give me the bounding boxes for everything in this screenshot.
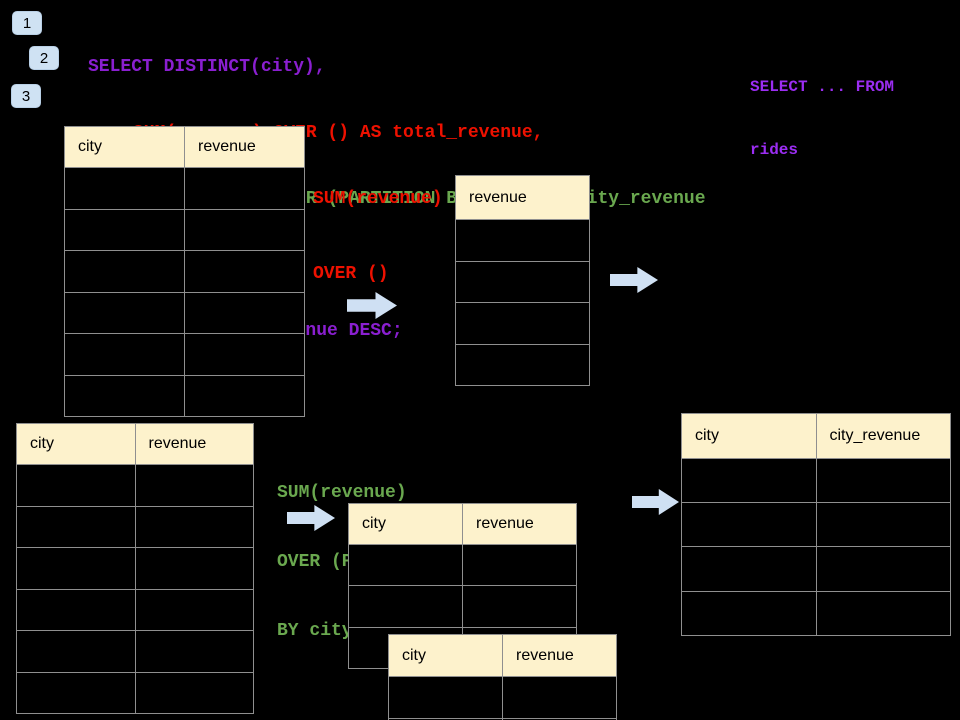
table-row (456, 343, 589, 386)
table-cell (184, 209, 304, 250)
city-revenue-table: city city_revenue (681, 413, 951, 636)
table-row (17, 505, 254, 548)
table-cell (815, 503, 951, 547)
table-header-row: revenue (456, 176, 589, 219)
table-cell (456, 345, 589, 386)
table-cell (456, 303, 589, 344)
table-row (682, 458, 951, 503)
column-header: revenue (469, 188, 527, 206)
table-cell (65, 376, 184, 417)
table-cell (17, 507, 135, 548)
step-badge-2: 2 (29, 46, 59, 70)
table-cell (65, 293, 184, 334)
table-cell (65, 334, 184, 375)
table-row (456, 260, 589, 303)
table-header-row: city city_revenue (682, 414, 950, 458)
step-badge-3: 3 (11, 84, 41, 108)
column-header: city (402, 646, 426, 664)
table-header-row: city revenue (389, 635, 616, 676)
table-cell (349, 545, 462, 585)
table-cell (184, 292, 304, 333)
table-header-row: city revenue (17, 424, 253, 464)
total-label-line2: OVER () (313, 264, 389, 284)
column-header: city (362, 515, 386, 532)
table-cell (682, 459, 816, 502)
table-cell (815, 591, 951, 635)
table-header-row: city revenue (65, 127, 304, 167)
table-cell (134, 548, 254, 589)
table-row (65, 250, 304, 292)
source-table-bottom: city revenue (16, 423, 254, 714)
table-cell (17, 631, 135, 672)
table-cell (502, 677, 616, 718)
total-label-line1: SUM(revenue) (313, 189, 443, 209)
note-line-rides: rides (750, 141, 799, 159)
table-cell (134, 506, 254, 547)
column-header: city (30, 435, 54, 452)
partition-label-line1: SUM(revenue) (277, 483, 407, 503)
table-row (65, 291, 304, 334)
table-cell (815, 547, 951, 591)
table-cell (389, 677, 502, 718)
table-cell (184, 168, 304, 209)
table-cell (65, 168, 184, 209)
step-badge-1: 1 (12, 11, 42, 35)
table-cell (815, 459, 951, 503)
column-header: revenue (134, 424, 254, 464)
table-row (65, 167, 304, 209)
table-cell (17, 673, 135, 714)
arrow-right-icon (632, 489, 679, 515)
note-line-select: SELECT ... FROM (750, 78, 895, 96)
table-cell (349, 586, 462, 626)
column-header: revenue (502, 635, 616, 676)
table-cell (462, 586, 576, 627)
table-row (456, 302, 589, 344)
table-cell (134, 465, 254, 506)
table-row (456, 219, 589, 261)
table-cell (682, 547, 816, 590)
source-table-top: city revenue (64, 126, 305, 417)
table-row (17, 671, 254, 714)
table-cell (17, 590, 135, 631)
code-line-select: SELECT DISTINCT(city), (88, 57, 326, 77)
table-row (682, 502, 951, 547)
table-cell (134, 589, 254, 630)
table-row (682, 546, 951, 591)
total-revenue-table: revenue (455, 175, 590, 386)
table-cell (184, 251, 304, 292)
table-cell (17, 548, 135, 589)
table-cell (456, 262, 589, 303)
column-header: revenue (462, 504, 576, 544)
table-row (349, 585, 576, 627)
table-header-row: city revenue (349, 504, 576, 544)
table-cell (134, 631, 254, 672)
table-cell (682, 503, 816, 546)
table-cell (17, 465, 135, 506)
column-header: city_revenue (815, 414, 951, 458)
table-cell (65, 210, 184, 251)
table-cell (134, 672, 254, 713)
column-header: city (695, 427, 719, 444)
table-row (65, 208, 304, 251)
table-cell (682, 592, 816, 635)
table-row (65, 374, 304, 417)
column-header: city (78, 138, 102, 155)
table-row (65, 333, 304, 375)
table-row (349, 544, 576, 586)
from-rides-note: SELECT ... FROM rides (750, 35, 894, 203)
table-row (17, 588, 254, 631)
partition-overlay-table: city revenue (388, 634, 617, 720)
total-revenue-label: SUM(revenue) OVER () (313, 137, 443, 337)
table-row (17, 547, 253, 589)
table-cell (462, 545, 576, 586)
table-row (682, 590, 951, 635)
table-cell (184, 375, 304, 416)
column-header: revenue (184, 127, 304, 167)
table-row (17, 464, 253, 506)
table-cell (456, 220, 589, 261)
table-cell (65, 251, 184, 292)
table-row (17, 630, 253, 672)
table-cell (184, 334, 304, 375)
table-row (389, 676, 616, 718)
